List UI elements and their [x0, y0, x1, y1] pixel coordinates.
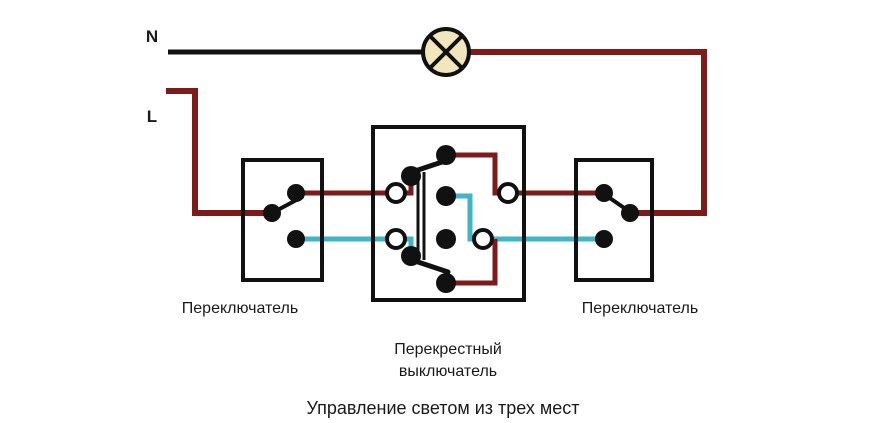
- line-terminal-label: L: [147, 107, 157, 126]
- right-switch-traveler-terminal-top[interactable]: [595, 184, 613, 202]
- center-switch-fixed-contact-lower-mid[interactable]: [436, 229, 456, 249]
- neutral-terminal-label: N: [146, 27, 158, 46]
- center-switch-group[interactable]: [371, 125, 526, 302]
- diagram-title: Управление светом из трех мест: [306, 398, 579, 418]
- left-switch-common-terminal[interactable]: [263, 204, 281, 222]
- center-red-lower-group: [446, 239, 498, 286]
- center-switch-input-terminal-top[interactable]: [385, 182, 407, 204]
- right-switch-group[interactable]: [574, 158, 654, 282]
- center-red-lower-link: [446, 239, 498, 286]
- lamp-return-wire-group: [468, 49, 707, 216]
- left-switch-traveler-terminal-top[interactable]: [287, 184, 305, 202]
- left-switch-box[interactable]: [241, 158, 324, 282]
- left-switch-group[interactable]: [241, 158, 324, 282]
- left-switch-label: Переключатель: [182, 300, 298, 317]
- right-switch-traveler-terminal-bottom[interactable]: [595, 230, 613, 248]
- left-switch-traveler-terminal-bottom[interactable]: [287, 230, 305, 248]
- right-switch-common-terminal[interactable]: [621, 204, 639, 222]
- center-switch-output-terminal-top[interactable]: [497, 182, 519, 204]
- center-switch-moving-contact-upper[interactable]: [401, 166, 421, 186]
- lamp-return-wire: [468, 49, 707, 216]
- center-switch-fixed-contact-upper-mid[interactable]: [436, 186, 456, 206]
- center-switch-box[interactable]: [371, 125, 526, 302]
- center-switch-moving-contact-lower[interactable]: [401, 246, 421, 266]
- right-switch-label: Переключатель: [582, 300, 698, 317]
- line-feed-wire-group: [166, 88, 272, 216]
- center-switch-label-line2: выключатель: [399, 363, 497, 380]
- center-switch-label-line1: Перекрестный: [394, 341, 502, 358]
- center-switch-input-terminal-bottom[interactable]: [385, 228, 407, 250]
- right-switch-box[interactable]: [574, 158, 654, 282]
- line-feed-wire: [166, 88, 272, 216]
- lamp-cross-line-2: [428, 34, 464, 70]
- center-switch-fixed-contact-bottom[interactable]: [436, 273, 456, 293]
- center-switch-output-terminal-bottom[interactable]: [472, 228, 494, 250]
- lamp-symbol-group: [421, 27, 471, 77]
- center-switch-fixed-contact-top[interactable]: [436, 145, 456, 165]
